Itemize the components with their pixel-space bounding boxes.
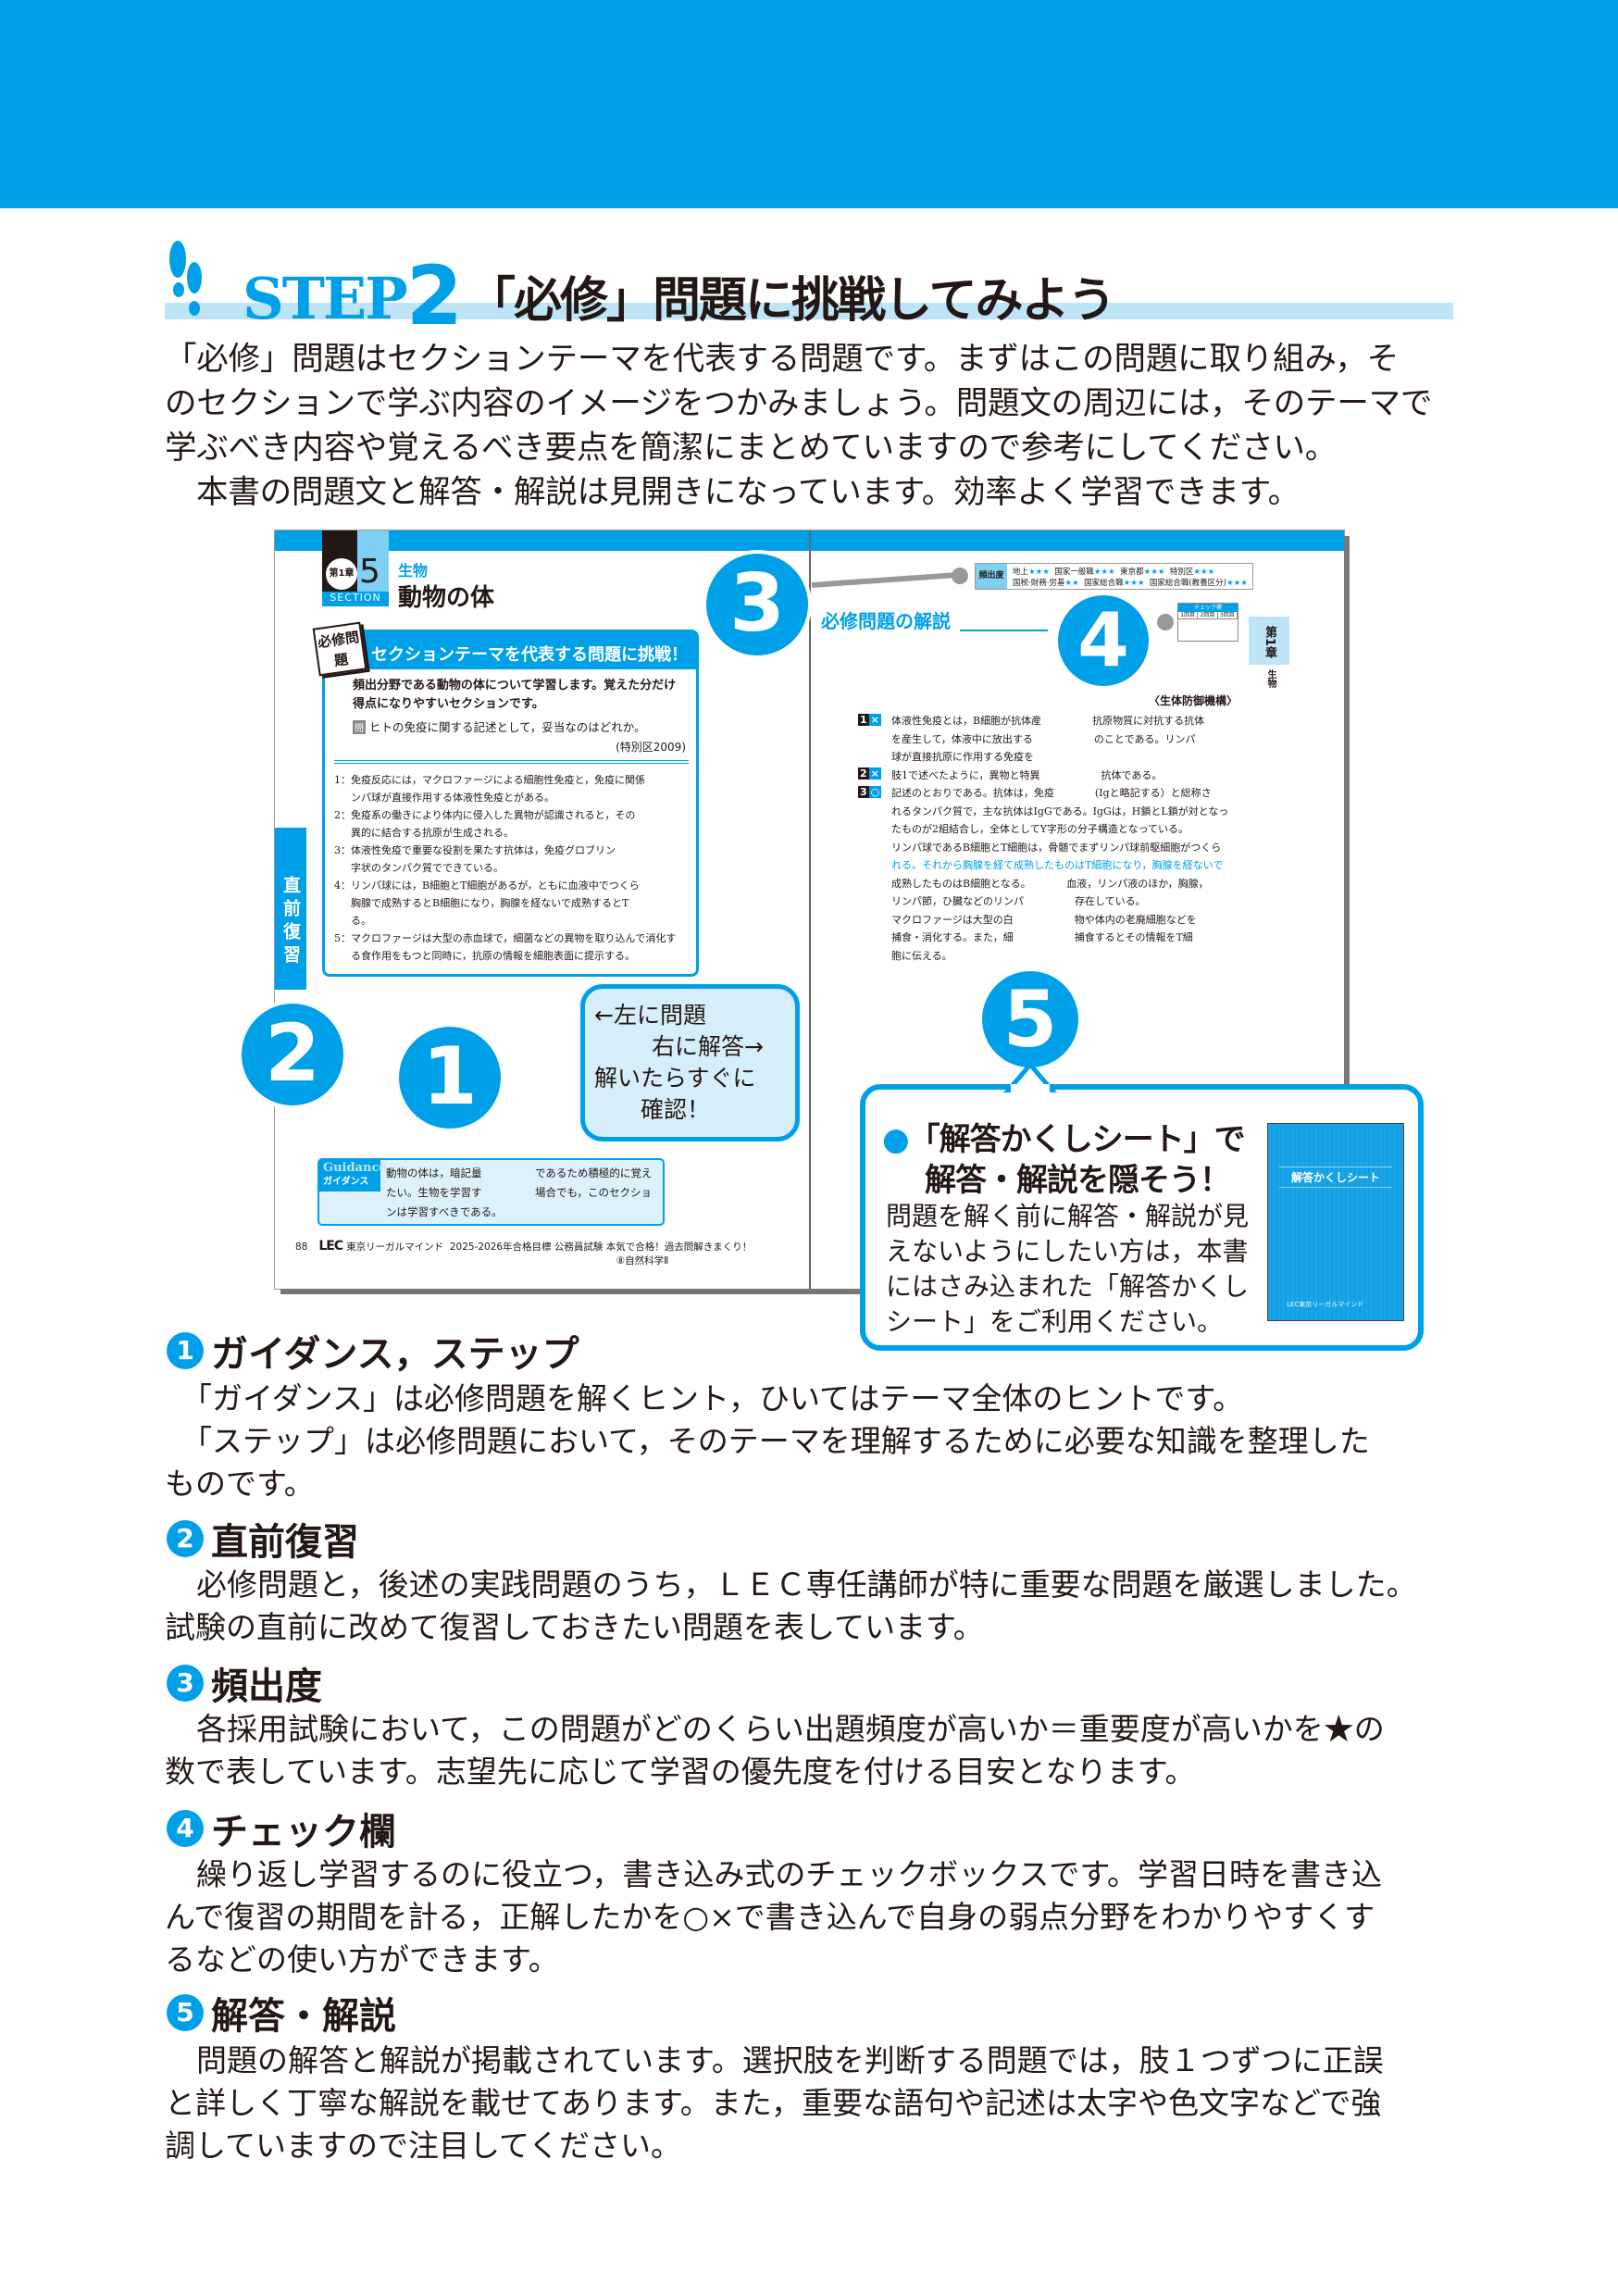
- answer-line: リンパ節，ひ臓などのリンパ 存在している。: [891, 895, 1146, 907]
- connector-dot: [1157, 614, 1174, 630]
- body-line: 「ステップ」は必修問題において，そのテーマを理解するために必要な知識を整理した: [181, 1423, 1370, 1459]
- chapter-subject: 生物: [1265, 669, 1276, 688]
- spread-gutter: [809, 530, 811, 1289]
- option-line: 胸腺で成熟するとB細胞になり，胸腺を経ないで成熟するとT: [351, 897, 629, 909]
- intro-line: のセクションで学ぶ内容のイメージをつかみましょう。問題文の周辺には，そのテーマで: [165, 385, 1433, 422]
- answer-line: 捕食・消化する。また，細 捕食するとその情報をT細: [891, 931, 1193, 943]
- body-line: と詳しく丁寧な解説を載せてあります。また，重要な語句や記述は太字や色文字などで強: [165, 2085, 1382, 2121]
- title-underline-bar: [165, 303, 1453, 319]
- answer-line: リンパ球であるB細胞とT細胞は，骨髄でまずリンパ球前駆細胞がつくら: [891, 841, 1222, 854]
- option-line: 異的に結合する抗原が生成される。: [351, 827, 514, 839]
- section-badge: 第1章 5 SECTION: [322, 530, 389, 606]
- connector-line: [811, 572, 952, 588]
- step-label: STEP2: [243, 248, 463, 343]
- marker-5: 5: [978, 967, 1082, 1071]
- guidance-text: 動物の体は，暗記量 であるため積極的に覚えたい。生物を学習す 場合でも，このセク…: [386, 1167, 653, 1218]
- callout-tail: [1002, 1065, 1058, 1092]
- page-title: 「必修」問題に挑戦してみよう: [467, 273, 1115, 329]
- review-tab: 直前復習: [275, 828, 306, 990]
- answer-line: 成熟したものはB細胞となる。 血液，リンパ液のほか，胸腺，: [891, 877, 1209, 890]
- top-color-band: [0, 0, 1618, 208]
- option-line: 字状のタンパク質でできている。: [351, 862, 504, 874]
- answer-marker: 3○: [858, 786, 882, 798]
- option-line: る。: [351, 915, 371, 927]
- body-line: るなどの使い方ができます。: [165, 1941, 559, 1978]
- question: 問ヒトの免疫に関する記述として，妥当なのはどれか。: [353, 720, 646, 734]
- body-line: 必修問題と，後述の実践問題のうち，ＬＥＣ専任講師が特に重要な問題を厳選しました。: [196, 1566, 1417, 1603]
- problem-lead: 頻出分野である動物の体について学習します。覚えた分だけ得点になりやすいセクション…: [353, 679, 677, 711]
- divider: [334, 760, 689, 764]
- answer-line: れるタンパク質で，主な抗体はIgGである。IgGは，H鎖とL鎖が対となっ: [891, 805, 1229, 817]
- page-number: 88: [295, 1242, 308, 1253]
- chapter-tab: 第1章: [1249, 617, 1289, 665]
- answer-line: 体液性免疫とは，B細胞が抗体産 抗原物質に対抗する抗体: [891, 715, 1205, 727]
- option-line: ンパ球が直接作用する体液性免疫とがある。: [351, 792, 554, 804]
- hisshu-badge: 必修問題: [312, 621, 367, 677]
- answer-line: 肢1で述べたように，異物と特異 抗体である。: [891, 768, 1163, 781]
- connector-dot: [952, 568, 968, 584]
- required-problem-box: セクションテーマを代表する問題に挑戦！ 必修問題 頻出分野である動物の体について…: [312, 621, 699, 977]
- body-line: 繰り返し学習するのに役立つ，書き込み式のチェックボックスです。学習日時を書き込: [196, 1856, 1383, 1892]
- answer-line: たものが2組結合し，全体としてY字形の分子構造となっている。: [891, 823, 1189, 835]
- theme-label: 〈生体防御機構〉: [1148, 694, 1238, 707]
- marker-1: 1: [395, 1023, 504, 1132]
- explanation-heading: 必修問題の解説: [821, 610, 951, 632]
- subject: 生物: [398, 562, 429, 580]
- body-line: 「ガイダンス」は必修問題を解くヒント，ひいてはテーマ全体のヒントです。: [181, 1380, 1244, 1416]
- answer-line: 球が直接抗原に作用する免疫を: [891, 751, 1034, 763]
- footprint-icon: [169, 241, 202, 316]
- option-line: 1：免疫反応には，マクロファージによる細胞性免疫と，免疫に関係: [334, 774, 646, 786]
- body-line: ものです。: [165, 1466, 315, 1502]
- marker-2: 2: [238, 1000, 347, 1109]
- body-line: 調していますので注目してください。: [165, 2128, 682, 2164]
- answer-hiding-sheet-image: 解答かくしシート LEC東京リーガルマインド: [1267, 1123, 1404, 1321]
- answer-line: 胞に伝える。: [891, 949, 952, 962]
- body-line: んで復習の期間を計る，正解したかを○×で書き込んで自身の弱点分野をわかりやすくす: [165, 1899, 1375, 1935]
- lec-logo: LEC: [318, 1239, 343, 1254]
- frequency-box: 頻出度 地上★★★ 国家一般職★★★ 東京都★★★ 特別区★★★ 国税·財務·労…: [975, 563, 1253, 590]
- answer-line: れる。それから胸腺を経て成熟したものはT細胞になり，胸腺を経ないで: [891, 859, 1224, 871]
- answer-line: マクロファージは大型の白 物や体内の老廃細胞などを: [891, 913, 1197, 926]
- section-label: SECTION: [322, 592, 389, 606]
- body-line: 各採用試験において，この問題がどのくらい出題頻度が高いか＝重要度が高いかを★の: [196, 1711, 1385, 1747]
- body-line: 問題の解答と解説が掲載されています。選択肢を判断する問題では，肢１つずつに正誤: [196, 2042, 1384, 2078]
- marker-3: 3: [703, 550, 812, 659]
- option-line: 5：マクロファージは大型の赤血球で，細菌などの異物を取り込んで消化す: [334, 932, 677, 944]
- marker-4: 4: [1054, 592, 1152, 690]
- chapter-label: 第1章: [326, 558, 357, 590]
- answer-marker: 2×: [858, 767, 881, 780]
- intro-line: 本書の問題文と解答・解説は見開きになっています。効率よく学習できます。: [196, 474, 1300, 511]
- option-line: る食作用をもつと同時に，抗原の情報を細胞表面に提示する。: [351, 950, 636, 962]
- section-title: 動物の体: [398, 584, 495, 612]
- option-line: 4：リンパ球には，B細胞とT細胞があるが，ともに血液中でつくら: [334, 880, 640, 892]
- problem-header: セクションテーマを代表する問題に挑戦！: [325, 632, 696, 669]
- speech-bubble: ←左に問題 右に解答→ 解いたらすぐに 確認！: [580, 984, 800, 1142]
- question-source: (特別区2009): [616, 741, 686, 754]
- option-line: 3：体液性免疫で重要な役割を果たす抗体は，免疫グロブリン: [334, 844, 616, 856]
- intro-line: 「必修」問題はセクションテーマを代表する問題です。まずはこの問題に取り組み，そ: [165, 341, 1399, 378]
- answer-sheet-callout: ●「解答かくしシート」で 解答・解説を隠そう！ 問題を解く前に解答・解説が見えな…: [860, 1084, 1424, 1351]
- section-number: 5: [359, 553, 380, 591]
- divider: [960, 630, 1048, 631]
- option-line: 2：免疫系の働きにより体内に侵入した異物が認識されると，その: [334, 809, 636, 821]
- body-line: 試験の直前に改めて復習しておきたい問題を表しています。: [165, 1609, 984, 1645]
- answer-marker: 1×: [858, 714, 881, 726]
- body-line: 数で表しています。志望先に応じて学習の優先度を付ける目安となります。: [165, 1753, 1196, 1790]
- answer-line: を産生して，体液中に放出する のことである。リンパ: [891, 732, 1196, 745]
- intro-line: 学ぶべき内容や覚えるべき要点を簡潔にまとめていますので参考にしてください。: [165, 430, 1337, 467]
- answer-line: 記述のとおりである。抗体は，免疫 (Igと略記する）と総称さ: [891, 787, 1212, 799]
